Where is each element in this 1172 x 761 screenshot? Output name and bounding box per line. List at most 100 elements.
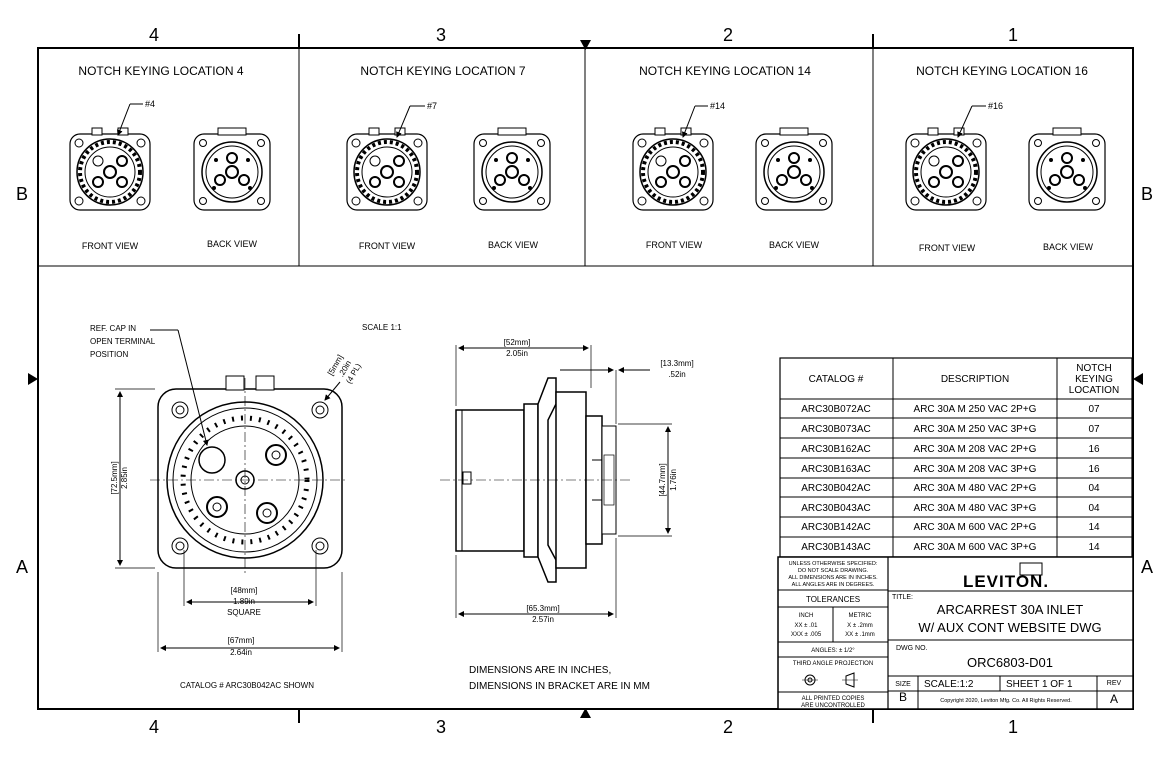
row-catalog: ARC30B043AC (801, 503, 870, 514)
unless-note-3: ALL DIMENSIONS ARE IN INCHES. (788, 575, 878, 581)
leviton-logo: LEVITON. (963, 572, 1049, 591)
table-header-description: DESCRIPTION (941, 374, 1009, 385)
flange-dim-mm: [13.3mm] (660, 359, 693, 368)
flange-dim-in: .52in (668, 370, 685, 379)
row-description: ARC 30A M 600 VAC 3P+G (914, 542, 1037, 553)
row-notch: 07 (1088, 404, 1100, 415)
row-catalog: ARC30B072AC (801, 404, 870, 415)
dwg-no-label: DWG NO. (896, 645, 928, 652)
row-notch: 07 (1088, 424, 1100, 435)
scale-note: SCALE 1:1 (362, 323, 402, 332)
square-dim-mm: [48mm] (231, 586, 258, 595)
printed-copies-2: ARE UNCONTROLLED (801, 703, 865, 709)
drawing-title-2: W/ AUX CONT WEBSITE DWG (918, 620, 1101, 635)
keying-panel-16: NOTCH KEYING LOCATION 16 #16 FRONT VIEW … (904, 64, 1106, 253)
height-dim-in: 2.85in (120, 467, 129, 489)
square-dim-in: 1.89in (233, 597, 255, 606)
side-view-drawing: [52mm] 2.05in [13.3mm] .52in [44.7mm] 1.… (440, 338, 694, 624)
front-view-label: FRONT VIEW (919, 243, 976, 253)
zone-col-4-top: 4 (149, 25, 159, 45)
unless-note-2: DO NOT SCALE DRAWING. (798, 568, 869, 574)
table-row: ARC30B073AC ARC 30A M 250 VAC 3P+G 07 (801, 424, 1100, 435)
row-description: ARC 30A M 600 VAC 2P+G (914, 522, 1037, 533)
side-width-dim-in: 2.05in (506, 349, 528, 358)
angles-tol: ANGLES: ± 1/2° (811, 648, 855, 654)
zone-row-a-left: A (16, 557, 28, 577)
back-view-receptacle (1028, 127, 1106, 211)
metric-tol-2: XX ± .1mm (845, 632, 875, 638)
square-dim-label: SQUARE (227, 608, 261, 617)
table-header-notch-3: LOCATION (1069, 385, 1119, 396)
inch-tol-2: XXX ± .005 (791, 632, 822, 638)
dimensions-note-2: DIMENSIONS IN BRACKET ARE IN MM (469, 681, 650, 692)
table-header-catalog: CATALOG # (809, 374, 864, 385)
zone-row-b-right: B (1141, 184, 1153, 204)
front-view-label: FRONT VIEW (359, 241, 416, 251)
zone-col-2-top: 2 (723, 25, 733, 45)
back-view-label: BACK VIEW (488, 240, 539, 250)
row-notch: 04 (1088, 483, 1100, 494)
front-view-receptacle (904, 126, 988, 212)
back-view-label: BACK VIEW (207, 239, 258, 249)
depth-dim-mm: [65.3mm] (526, 604, 559, 613)
row-catalog: ARC30B142AC (801, 522, 870, 533)
zone-row-b-left: B (16, 184, 28, 204)
front-view-label: FRONT VIEW (82, 241, 139, 251)
row-description: ARC 30A M 480 VAC 2P+G (914, 483, 1037, 494)
zone-col-3-bottom: 3 (436, 717, 446, 737)
tolerances-label: TOLERANCES (806, 595, 860, 604)
printed-copies-1: ALL PRINTED COPIES (802, 696, 865, 702)
row-notch: 14 (1088, 522, 1100, 533)
height-dim-mm: [72.5mm] (110, 461, 119, 494)
rev-label: REV (1107, 680, 1122, 687)
row-description: ARC 30A M 208 VAC 3P+G (914, 464, 1037, 475)
ref-cap-note-2: OPEN TERMINAL (90, 337, 156, 346)
inch-label: INCH (799, 613, 814, 619)
title-block: UNLESS OTHERWISE SPECIFIED: DO NOT SCALE… (777, 556, 1134, 710)
row-catalog: ARC30B143AC (801, 542, 870, 553)
sheet-value: SHEET 1 OF 1 (1006, 679, 1073, 690)
keying-title: NOTCH KEYING LOCATION 4 (78, 64, 243, 78)
notch-callout: #4 (145, 99, 155, 109)
zone-col-2-bottom: 2 (723, 717, 733, 737)
logo-mark (1019, 562, 1043, 576)
row-catalog: ARC30B073AC (801, 424, 870, 435)
notch-callout: #7 (427, 101, 437, 111)
table-header-notch-2: KEYING (1075, 374, 1113, 385)
keying-panel-14: NOTCH KEYING LOCATION 14 #14 FRONT VIEW … (631, 64, 833, 250)
size-value: B (899, 690, 907, 704)
row-description: ARC 30A M 250 VAC 3P+G (914, 424, 1037, 435)
unless-note-4: ALL ANGLES ARE IN DEGREES. (792, 582, 875, 588)
row-notch: 16 (1088, 444, 1100, 455)
table-header-notch-1: NOTCH (1076, 363, 1112, 374)
inch-tol-1: XX ± .01 (795, 623, 819, 629)
keying-panel-4: NOTCH KEYING LOCATION 4 #4 FRONT VIEW BA… (68, 64, 271, 251)
notch-callout: #16 (988, 101, 1003, 111)
side-width-dim-mm: [52mm] (504, 338, 531, 347)
rev-value: A (1110, 692, 1118, 706)
metric-tol-1: X ± .2mm (847, 623, 873, 629)
row-catalog: ARC30B042AC (801, 483, 870, 494)
projection-label: THIRD ANGLE PROJECTION (793, 661, 873, 667)
front-view-receptacle (68, 126, 152, 212)
side-height-dim-in: 1.76in (669, 469, 678, 491)
row-description: ARC 30A M 480 VAC 3P+G (914, 503, 1037, 514)
row-notch: 16 (1088, 464, 1100, 475)
keying-title: NOTCH KEYING LOCATION 7 (360, 64, 525, 78)
row-description: ARC 30A M 208 VAC 2P+G (914, 444, 1037, 455)
copyright: Copyright 2020, Leviton Mfg. Co. All Rig… (940, 698, 1072, 704)
back-view-receptacle (193, 127, 271, 211)
keying-title: NOTCH KEYING LOCATION 14 (639, 64, 811, 78)
dimensions-note-1: DIMENSIONS ARE IN INCHES, (469, 665, 611, 676)
side-height-dim-mm: [44.7mm] (658, 463, 667, 496)
size-label: SIZE (895, 681, 911, 688)
zone-col-4-bottom: 4 (149, 717, 159, 737)
ref-cap-note-1: REF. CAP IN (90, 324, 136, 333)
back-view-label: BACK VIEW (1043, 242, 1094, 252)
depth-dim-in: 2.57in (532, 615, 554, 624)
